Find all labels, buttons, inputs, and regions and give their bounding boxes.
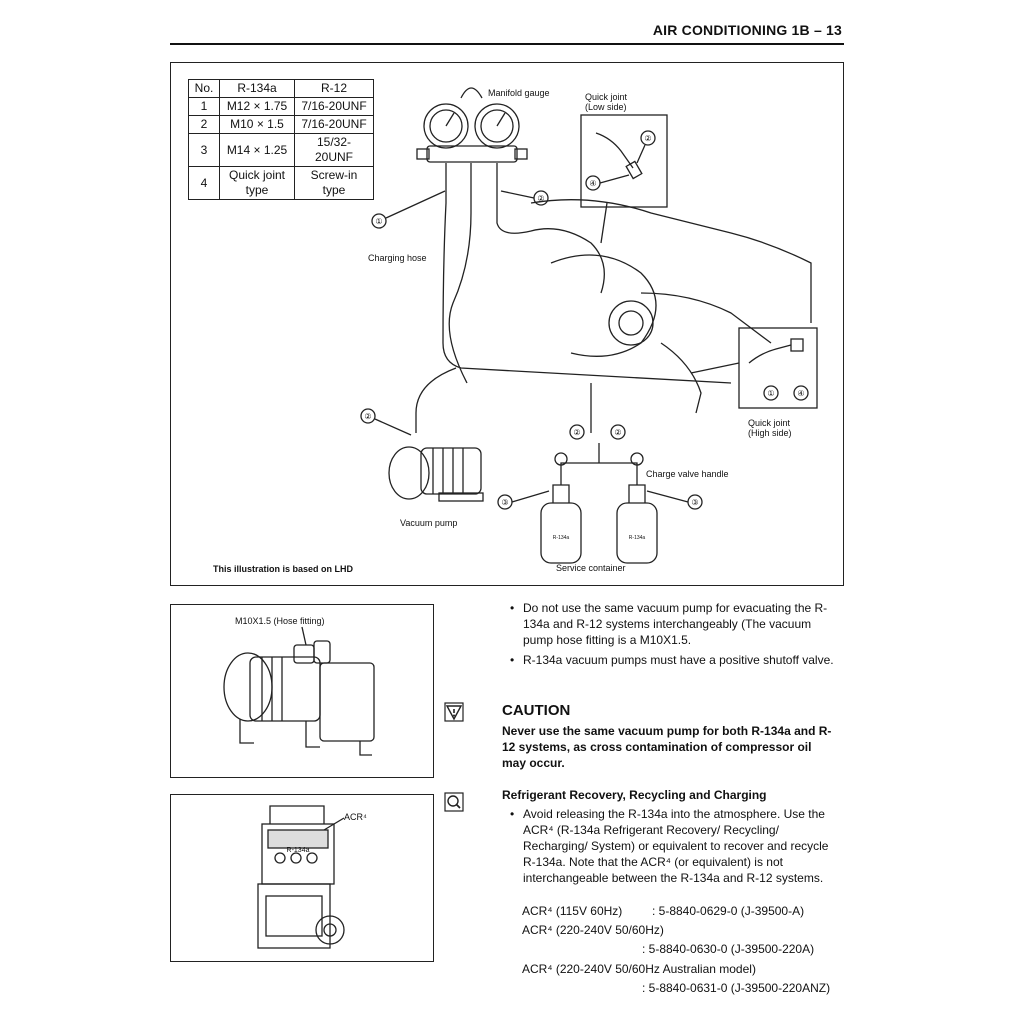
callout-text: ④	[797, 389, 804, 398]
lhd-note: This illustration is based on LHD	[213, 564, 354, 574]
vacuum-pump-motor	[388, 446, 430, 500]
recovery-section-title: Refrigerant Recovery, Recycling and Char…	[502, 788, 767, 802]
table-cell: M12 × 1.75	[219, 97, 295, 116]
callout-1-main	[371, 213, 387, 229]
callout-text: ④	[589, 179, 596, 188]
callout-2-bottle-right	[610, 424, 626, 440]
callout-text: ②	[537, 194, 544, 203]
caution-title: CAUTION	[502, 702, 571, 719]
quick-joint-low-inset	[580, 114, 668, 208]
table-cell: Quick joint type	[219, 166, 295, 200]
caution-text: Never use the same vacuum pump for both …	[502, 724, 832, 770]
callout-text: ②	[644, 134, 651, 143]
table-cell: Screw-in type	[294, 166, 374, 200]
acr-machine-illustration: R-134a	[257, 805, 345, 949]
callout-2-pump	[360, 408, 376, 424]
compressor	[608, 300, 654, 346]
callout-2-low	[640, 130, 656, 146]
callout-text: ②	[573, 428, 580, 437]
acr-part-number: : 5-8840-0631-0 (J-39500-220ANZ)	[642, 981, 831, 995]
table-header-cell: R-134a	[219, 79, 295, 98]
magnifier-note-icon	[444, 792, 464, 812]
callout-4-high	[793, 385, 809, 401]
service-container-left	[540, 502, 582, 564]
callout-text: ③	[691, 498, 698, 507]
table-row: 1 M12 × 1.75 7/16-20UNF	[188, 97, 374, 116]
acr-part-name: ACR⁴ (220-240V 50/60Hz Australian model)	[522, 962, 756, 976]
acr-figure-frame	[170, 794, 434, 962]
charging-hose-label: Charging hose	[368, 253, 427, 263]
vacuum-pump-illustration	[223, 626, 375, 756]
manifold-gauge-hookup-illustration: ① ② ② ④ ① ④ ② ② ② ③ ③ R-134a R-134a	[360, 87, 818, 564]
list-item: R-134a vacuum pumps must have a positive…	[508, 652, 844, 668]
vacuum-pump-figure-frame	[170, 604, 434, 778]
manifold-body	[426, 145, 518, 163]
table-cell: 15/32-20UNF	[294, 133, 374, 167]
table-cell: 7/16-20UNF	[294, 97, 374, 116]
list-item: Avoid releasing the R-134a into the atmo…	[508, 806, 838, 886]
page-header-title: AIR CONDITIONING 1B – 13	[652, 22, 842, 38]
table-row: 3 M14 × 1.25 15/32-20UNF	[188, 133, 374, 167]
low-pressure-gauge	[423, 103, 469, 149]
quick-joint-high-inset	[738, 327, 818, 409]
acr-part-number: : 5-8840-0630-0 (J-39500-220A)	[642, 942, 815, 956]
list-item: Do not use the same vacuum pump for evac…	[508, 600, 844, 648]
acr-panel-text: R-134a	[287, 847, 310, 854]
acr-part-name: ACR⁴ (115V 60Hz)	[522, 904, 623, 918]
vacuum-pump-label: Vacuum pump	[400, 518, 458, 528]
charge-valve-handle-label: Charge valve handle	[646, 469, 729, 479]
service-container-right	[616, 502, 658, 564]
acr-part-name: ACR⁴ (220-240V 50/60Hz)	[522, 923, 664, 937]
container-label: R-134a	[553, 535, 570, 541]
callout-2-bottle-left	[569, 424, 585, 440]
acr-part-number: : 5-8840-0629-0 (J-39500-A)	[652, 904, 805, 918]
pump-notes-list: Do not use the same vacuum pump for evac…	[508, 600, 844, 672]
callout-text: ③	[501, 498, 508, 507]
high-pressure-gauge	[474, 103, 520, 149]
vacuum-pump-body	[420, 447, 482, 495]
main-figure-frame	[170, 62, 844, 586]
fitting-spec-table: No. R-134a R-12 1 M12 × 1.75 7/16-20UNF …	[188, 79, 374, 200]
container-label: R-134a	[629, 535, 646, 541]
table-row: 4 Quick joint type Screw-in type	[188, 166, 374, 200]
callout-text: ②	[614, 428, 621, 437]
quick-joint-high-label: Quick joint (High side)	[748, 418, 792, 438]
callout-text: ①	[767, 389, 774, 398]
acr-label: ACR⁴	[344, 812, 367, 822]
warning-icon	[444, 702, 464, 722]
service-container-label: Service container	[556, 563, 626, 573]
table-cell: 7/16-20UNF	[294, 115, 374, 134]
callout-text: ②	[364, 412, 371, 421]
header-rule	[170, 43, 844, 45]
callout-text: ①	[375, 217, 382, 226]
manifold-gauge-label: Manifold gauge	[488, 88, 550, 98]
recovery-list: Avoid releasing the R-134a into the atmo…	[508, 806, 838, 886]
hose-fitting-label: M10X1.5 (Hose fitting)	[235, 616, 325, 626]
table-header-row: No. R-134a R-12	[188, 79, 374, 98]
callout-1-high	[763, 385, 779, 401]
quick-joint-low-label: Quick joint (Low side)	[585, 92, 628, 112]
